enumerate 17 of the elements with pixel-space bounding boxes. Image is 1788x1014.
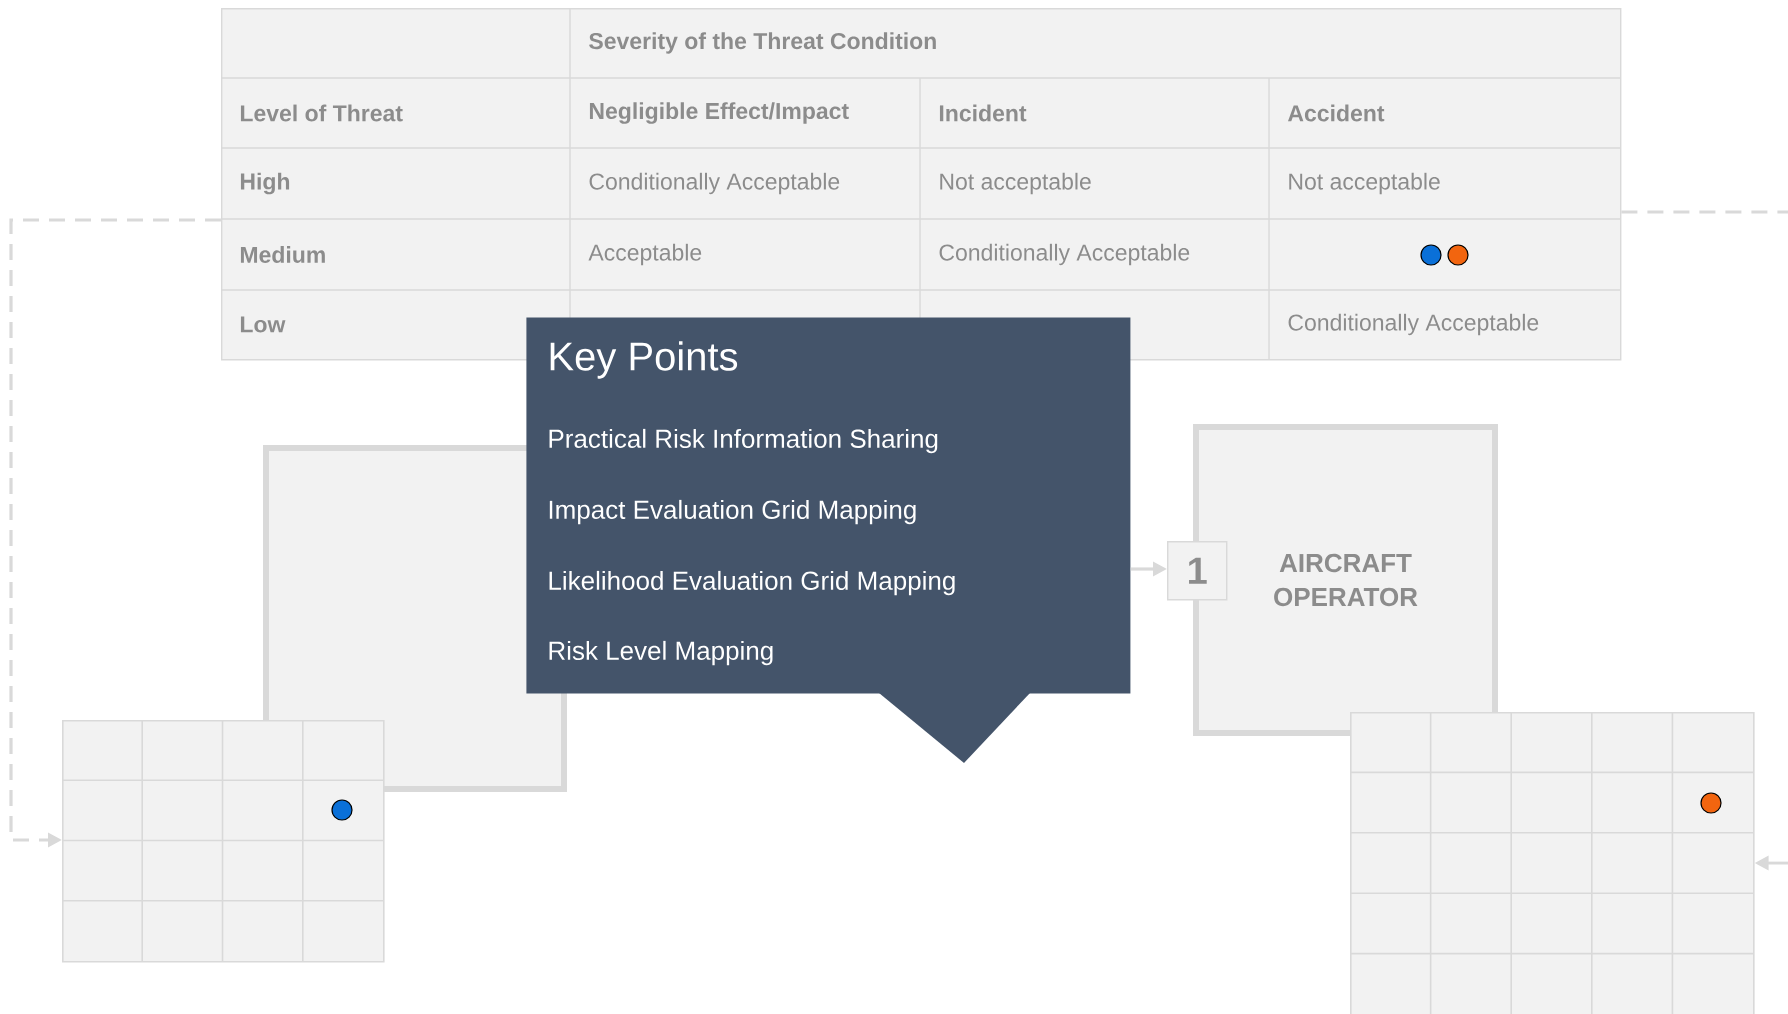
cell-text: Acceptable [588,243,702,266]
risk-grid [1349,711,1755,1014]
step-number-box: 1 [1167,541,1228,601]
cell-text: Not acceptable [940,172,1091,195]
row-label: Low [240,316,286,333]
row-label: Medium [240,246,325,263]
cell-text: Conditionally Acceptable [589,172,840,195]
risk-grid [61,719,385,963]
row-label: High [240,172,290,195]
column-heading: Severity of the Threat Condition [589,32,936,54]
cell-text: Conditionally Acceptable [1288,313,1539,336]
column-heading: Level of Threat [240,104,403,122]
column-heading: Accident [1288,104,1385,122]
column-heading: Incident [939,104,1027,122]
column-heading: Negligible Effect/Impact [589,102,849,124]
cell-text: Conditionally Acceptable [939,243,1190,266]
cell-text: Not acceptable [1289,172,1440,195]
